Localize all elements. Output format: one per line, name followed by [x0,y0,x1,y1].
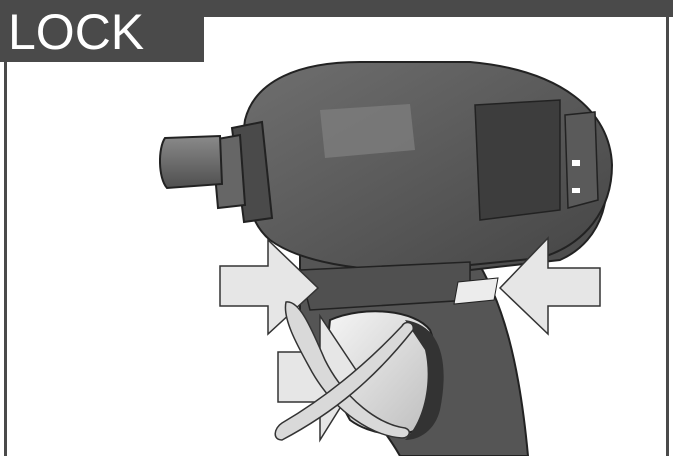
press-arrow-right-icon [498,236,601,336]
impact-driver-icon [159,61,614,456]
title-box: LOCK [0,0,204,62]
panel-border [4,17,669,456]
page-title: LOCK [8,4,145,60]
crossed-finger-icon [274,301,414,441]
